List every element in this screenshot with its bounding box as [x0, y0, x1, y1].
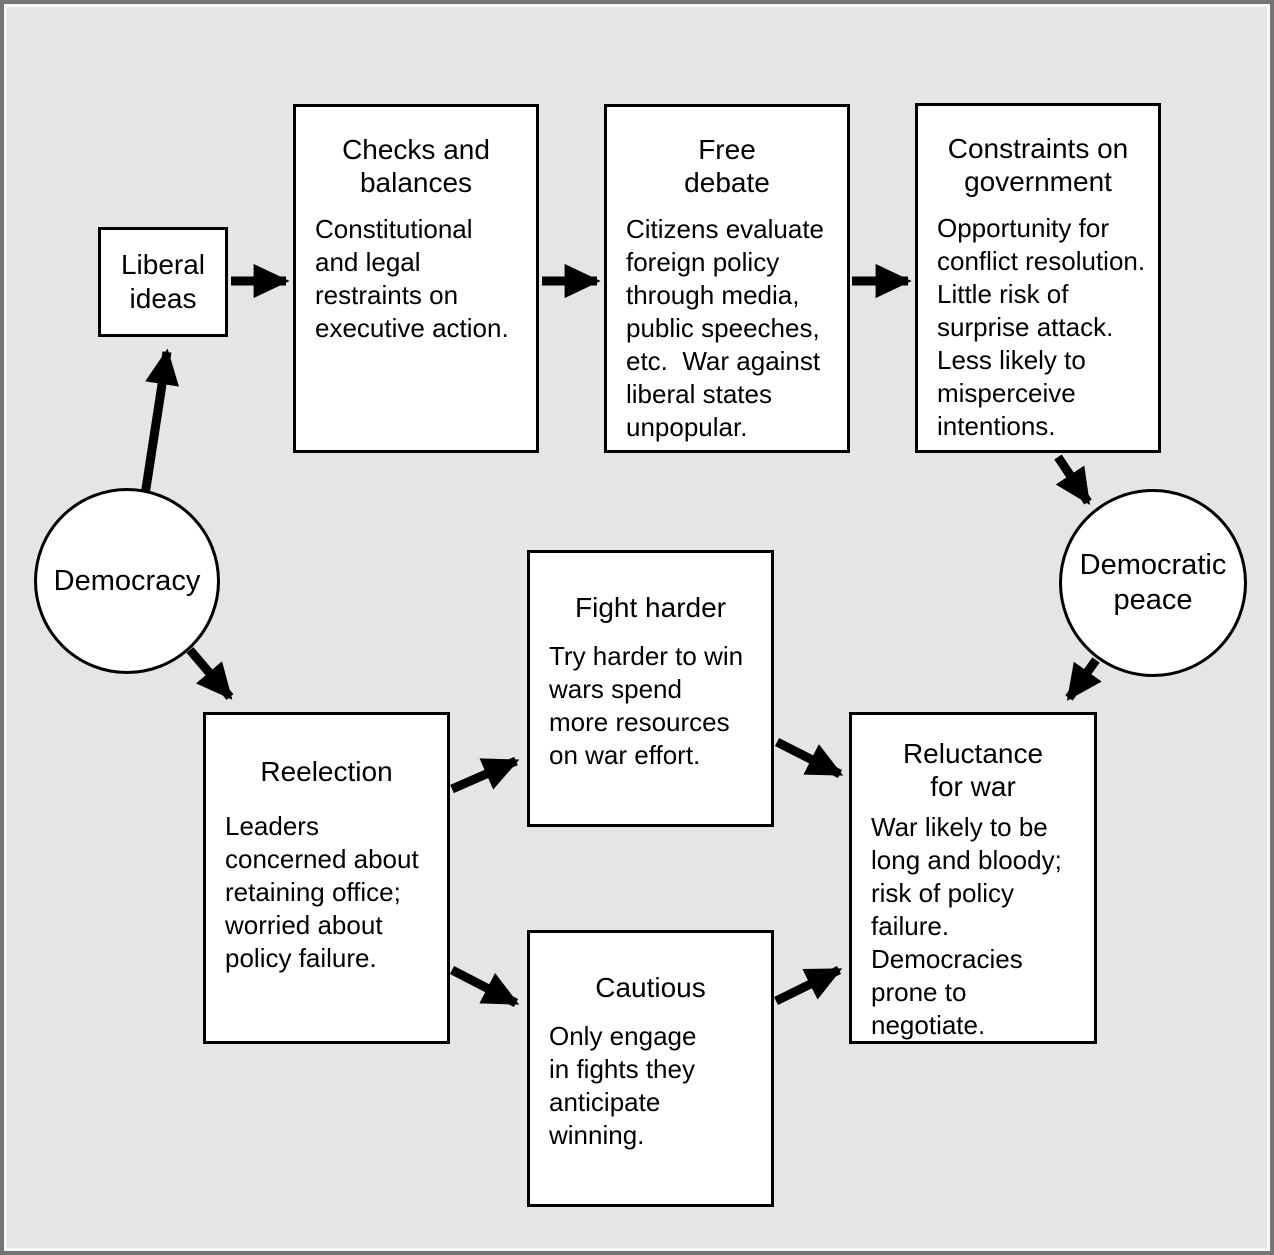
reluctance-for-war-title: Reluctance for war [902, 738, 1044, 802]
free-debate-body: Citizens evaluate foreign policy through… [626, 214, 824, 442]
reelection-body: Leaders concerned about retaining office… [225, 811, 419, 973]
node-liberal-ideas: Liberal ideas [98, 227, 228, 337]
arrow-reelection-to-fight-harder [450, 756, 520, 794]
arrow-reelection-to-cautious [449, 966, 520, 1007]
node-reluctance-for-war: Reluctance for war War likely to be long… [849, 712, 1097, 1044]
cautious-title: Cautious [595, 972, 706, 1003]
reluctance-for-war-body: War likely to be long and bloody; risk o… [871, 812, 1062, 1040]
arrow-cautious-to-reluctance [774, 965, 843, 1006]
free-debate-title: Free debate [684, 134, 770, 198]
arrow-constraints-to-democratic-peace [1054, 454, 1092, 505]
democratic-peace-label: Democratic peace [1079, 549, 1227, 616]
checks-and-balances-title: Checks and balances [342, 134, 490, 198]
node-free-debate: Free debate Citizens evaluate foreign po… [604, 104, 850, 453]
arrow-democratic-peace-to-reluctance [1065, 657, 1102, 701]
liberal-ideas-label: Liberal ideas [120, 249, 206, 314]
checks-and-balances-body: Constitutional and legal restraints on e… [315, 214, 509, 343]
constraints-on-government-body: Opportunity for conflict resolution. Lit… [937, 213, 1146, 441]
fight-harder-title: Fight harder [575, 592, 726, 623]
node-democracy: Democracy [34, 488, 220, 674]
node-cautious: Cautious Only engage in fights they anti… [527, 930, 774, 1207]
cautious-body: Only engage in fights they anticipate wi… [549, 1021, 697, 1150]
node-reelection: Reelection Leaders concerned about retai… [203, 712, 450, 1044]
node-checks-and-balances: Checks and balances Constitutional and l… [293, 104, 539, 453]
arrow-democracy-to-liberal-ideas [140, 348, 179, 496]
reelection-title: Reelection [260, 756, 393, 787]
democracy-label: Democracy [53, 564, 201, 597]
constraints-on-government-title: Constraints on government [947, 133, 1129, 197]
arrow-democracy-to-reelection [186, 647, 234, 700]
fight-harder-body: Try harder to win wars spend more resour… [549, 641, 744, 770]
node-democratic-peace: Democratic peace [1059, 489, 1247, 677]
node-fight-harder: Fight harder Try harder to win wars spen… [527, 550, 774, 827]
node-constraints-on-government: Constraints on government Opportunity fo… [915, 103, 1161, 453]
arrow-fight-harder-to-reluctance [774, 737, 844, 779]
